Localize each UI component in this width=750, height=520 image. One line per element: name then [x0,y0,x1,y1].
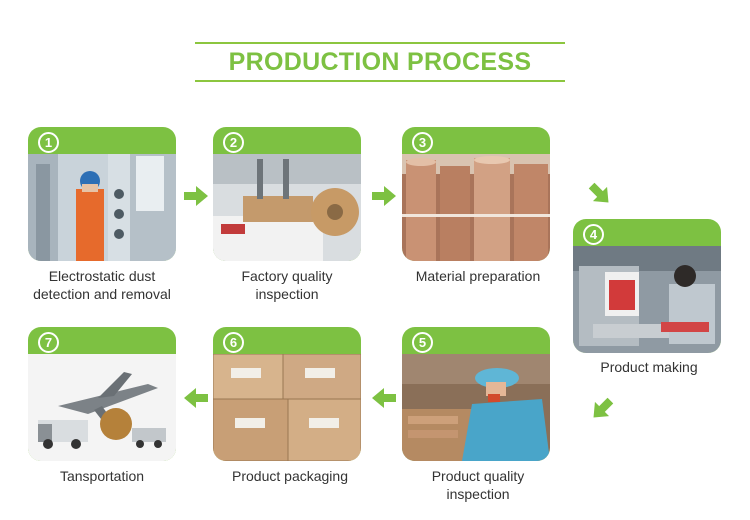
step-label-6-text: Product packaging [232,468,348,484]
step-label-2-line-1: Factory quality [241,268,333,284]
step-card-3: 3 [402,127,550,261]
step-number-3: 3 [412,132,433,153]
title-top-rule [195,42,565,44]
air-shower-room-photo [28,154,176,261]
arrow-down-right-icon [584,178,615,209]
step-label-7: Tansportation [28,467,176,485]
step-card-6: 6 [213,327,361,461]
arrow-right-icon [184,186,208,206]
title-block: PRODUCTION PROCESS [195,42,565,82]
step-card-1: 1 [28,127,176,261]
step-number-5: 5 [412,332,433,353]
step-label-5-line-1: Product quality [431,468,525,484]
arrow-left-icon [372,388,396,408]
step-label-2: Factory quality inspection [207,267,367,303]
page-title: PRODUCTION PROCESS [228,48,532,76]
step-label-6: Product packaging [207,467,373,485]
step-card-7: 7 [28,327,176,461]
step-number-2: 2 [223,132,244,153]
step-label-7-text: Tansportation [59,468,145,484]
step-label-3: Material preparation [399,267,557,285]
step-label-2-line-2: inspection [255,286,319,302]
arrow-left-icon [184,388,208,408]
arrow-down-left-icon [586,393,617,424]
step-label-4: Product making [574,358,724,376]
step-number-4: 4 [583,224,604,245]
title-bottom-rule [195,80,565,82]
worker-inspection-photo [402,354,550,461]
cardboard-boxes-photo [213,354,361,461]
step-label-1-line-1: Electrostatic dust [48,268,156,284]
step-number-7: 7 [38,332,59,353]
plane-truck-globe-photo [28,354,176,461]
step-label-3-text: Material preparation [415,268,541,284]
step-number-6: 6 [223,332,244,353]
step-label-1: Electrostatic dust detection and removal [18,267,186,303]
arrow-right-icon [372,186,396,206]
step-label-5: Product quality inspection [398,467,558,503]
paper-rolls-photo [402,154,550,261]
step-number-1: 1 [38,132,59,153]
step-label-5-line-2: inspection [446,486,510,502]
step-card-4: 4 [573,219,721,353]
step-label-1-line-2: detection and removal [33,286,171,302]
bag-making-machine-photo [573,246,721,353]
paper-machine-photo [213,154,361,261]
step-card-2: 2 [213,127,361,261]
step-label-4-text: Product making [600,359,698,375]
step-card-5: 5 [402,327,550,461]
